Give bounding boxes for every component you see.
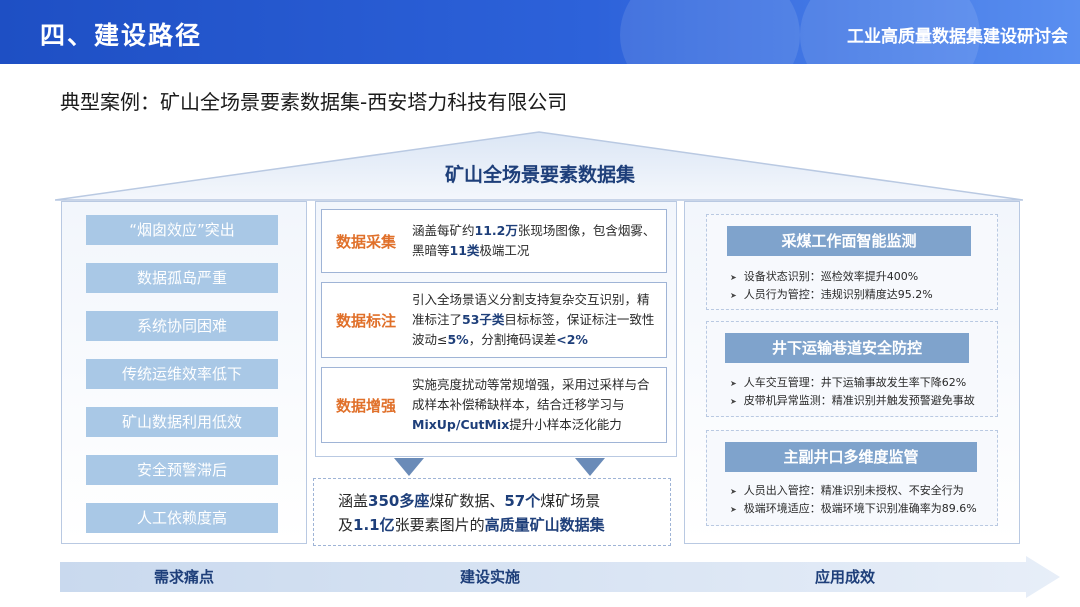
case-subtitle: 典型案例：矿山全场景要素数据集-西安塔力科技有限公司 bbox=[60, 90, 568, 114]
result-title: 主副井口多维度监管 bbox=[725, 442, 977, 472]
dataset-summary: 涵盖350多座煤矿数据、57个煤矿场景 及1.1亿张要素图片的高质量矿山数据集 bbox=[313, 478, 671, 546]
result-title: 采煤工作面智能监测 bbox=[727, 226, 971, 256]
band-label-results: 应用成效 bbox=[814, 568, 875, 586]
header-band: 四、建设路径 工业高质量数据集建设研讨会 bbox=[0, 0, 1080, 64]
arrow-bullet-icon: ➤ bbox=[730, 273, 737, 282]
step-data-annotation: 数据标注 引入全场景语义分割支持复杂交互识别，精准标注了53子类目标标签，保证标… bbox=[321, 282, 667, 358]
roof-shape bbox=[55, 131, 1023, 201]
result-line: ➤人员行为管控：违规识别精度达95.2% bbox=[730, 288, 933, 301]
result-line: ➤人员出入管控：精准识别未授权、不安全行为 bbox=[730, 484, 964, 497]
result-title: 井下运输巷道安全防控 bbox=[725, 333, 969, 363]
arrow-bullet-icon: ➤ bbox=[730, 397, 737, 406]
result-line: ➤设备状态识别：巡检效率提升400% bbox=[730, 270, 919, 283]
band-label-implementation: 建设实施 bbox=[459, 568, 520, 586]
dataset-title: 矿山全场景要素数据集 bbox=[444, 164, 635, 186]
step-label: 数据标注 bbox=[336, 311, 397, 330]
section-title: 四、建设路径 bbox=[40, 21, 203, 50]
band-label-needs: 需求痛点 bbox=[153, 568, 214, 586]
arrow-bullet-icon: ➤ bbox=[730, 487, 737, 496]
result-line: ➤人车交互管理：井下运输事故发生率下降62% bbox=[730, 376, 967, 389]
step-label: 数据增强 bbox=[336, 396, 397, 415]
summary-text: 涵盖350多座煤矿数据、57个煤矿场景 及1.1亿张要素图片的高质量矿山数据集 bbox=[338, 492, 605, 534]
down-arrow-icon bbox=[394, 458, 424, 476]
pain-point-item: 传统运维效率低下 bbox=[86, 359, 278, 389]
arrow-bullet-icon: ➤ bbox=[730, 291, 737, 300]
pain-point-item: 系统协同困难 bbox=[86, 311, 278, 341]
conference-name: 工业高质量数据集建设研讨会 bbox=[847, 27, 1068, 47]
step-data-collection: 数据采集 涵盖每矿约11.2万张现场图像，包含烟雾、黑暗等11类极端工况 bbox=[321, 209, 667, 273]
step-label: 数据采集 bbox=[336, 232, 397, 251]
pain-point-item: 人工依赖度高 bbox=[86, 503, 278, 533]
pain-point-item: 安全预警滞后 bbox=[86, 455, 278, 485]
arrow-bullet-icon: ➤ bbox=[730, 379, 737, 388]
arrow-bullet-icon: ➤ bbox=[730, 505, 737, 514]
result-line: ➤皮带机异常监测：精准识别并触发预警避免事故 bbox=[730, 394, 975, 407]
result-line: ➤极端环境适应：极端环境下识别准确率为89.6% bbox=[730, 502, 977, 515]
pain-point-item: “烟囱效应”突出 bbox=[86, 215, 278, 245]
step-description: 引入全场景语义分割支持复杂交互识别，精准标注了53子类目标标签，保证标注一致性波… bbox=[412, 292, 655, 347]
header-decoration bbox=[620, 0, 800, 64]
step-data-augmentation: 数据增强 实施亮度扰动等常规增强，采用过采样与合成样本补偿稀缺样本，结合迁移学习… bbox=[321, 367, 667, 443]
header-decoration bbox=[800, 0, 980, 64]
flow-arrow-band bbox=[60, 556, 1060, 598]
pain-point-item: 数据孤岛严重 bbox=[86, 263, 278, 293]
down-arrow-icon bbox=[575, 458, 605, 476]
step-description: 涵盖每矿约11.2万张现场图像，包含烟雾、黑暗等11类极端工况 bbox=[412, 223, 656, 258]
pain-point-item: 矿山数据利用低效 bbox=[86, 407, 278, 437]
step-description: 实施亮度扰动等常规增强，采用过采样与合成样本补偿稀缺样本，结合迁移学习与MixU… bbox=[412, 377, 650, 432]
